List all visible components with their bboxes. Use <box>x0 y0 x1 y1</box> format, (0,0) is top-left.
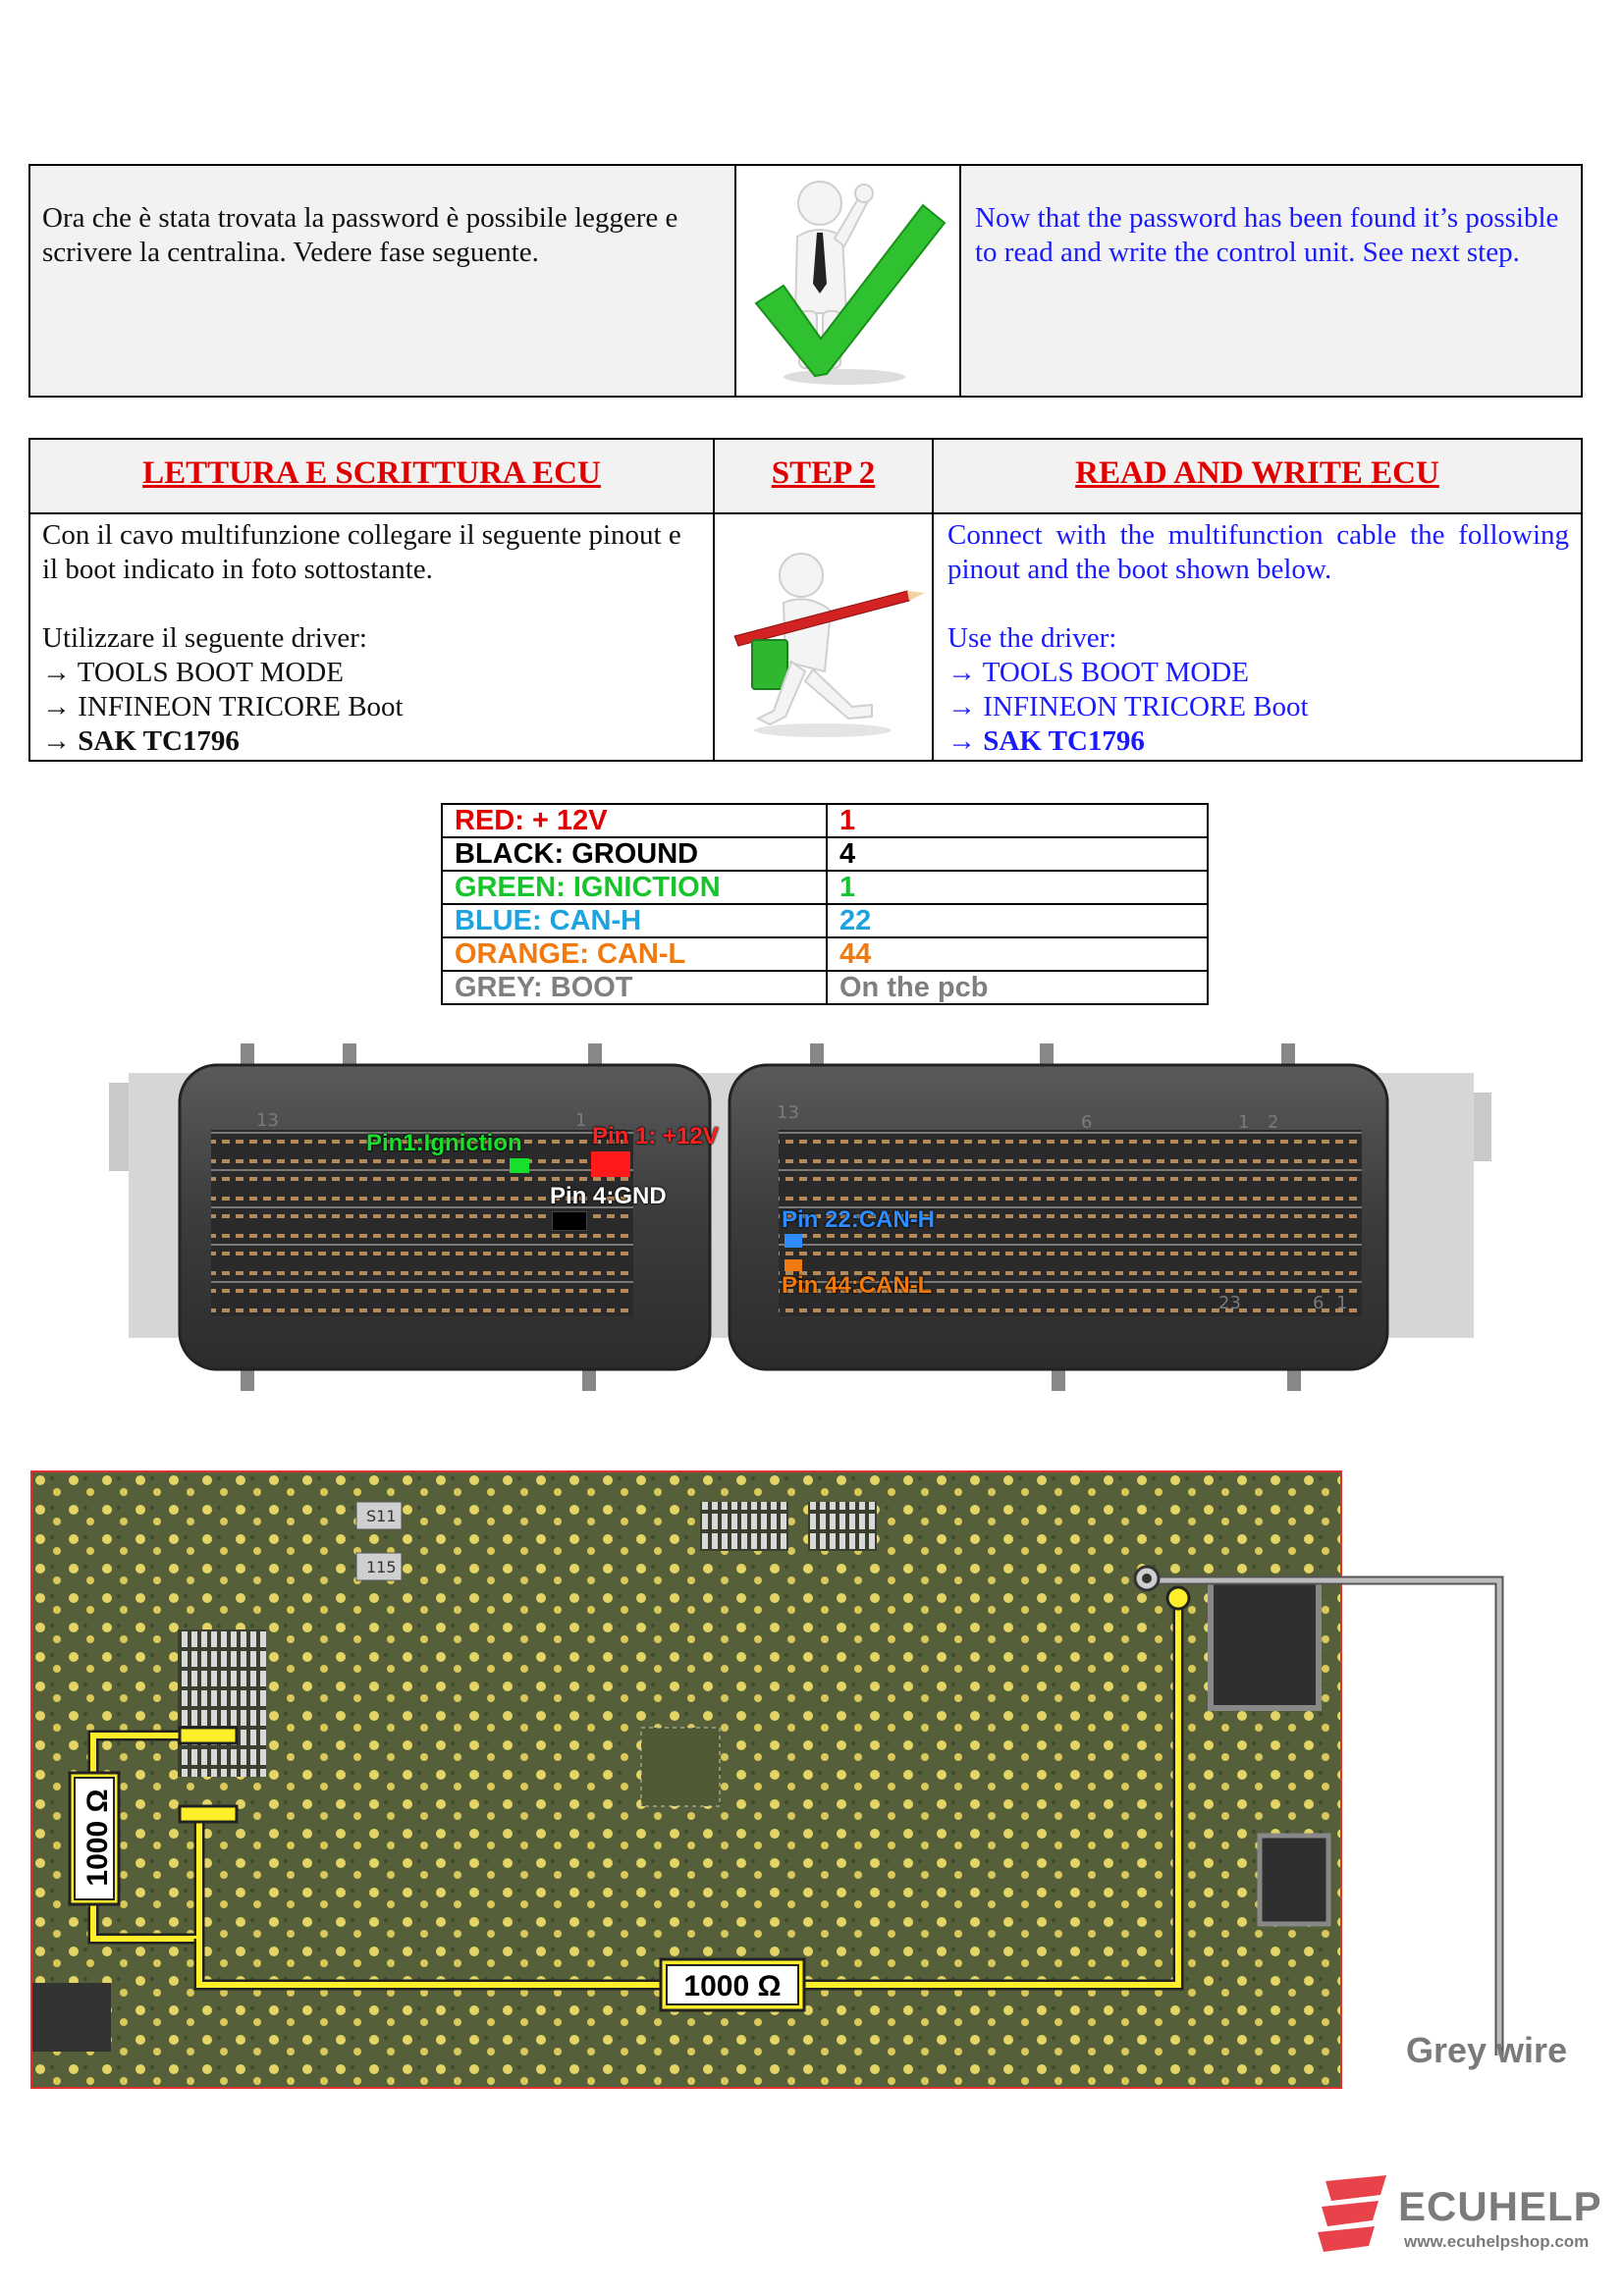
intro-italian-text: Ora che è stata trovata la password è po… <box>42 202 678 268</box>
step-en-header: READ AND WRITE ECU <box>1075 455 1439 491</box>
pinout-label: GREY: BOOT <box>441 970 828 1005</box>
pin-canh-label: Pin 22:CAN-H <box>782 1206 936 1233</box>
checkmark-mascot-icon <box>754 181 947 385</box>
intro-english-text: Now that the password has been found it’… <box>975 202 1559 268</box>
pinout-value: 22 <box>826 903 1209 938</box>
pcb-drawing: S11 115 1000 Ω 1000 Ω <box>32 1472 1340 2087</box>
embossed-number: 13 <box>777 1102 799 1123</box>
grey-wire-label: Grey wire <box>1406 2030 1568 2070</box>
embossed-number: 23 <box>1218 1293 1241 1313</box>
driver-item: → INFINEON TRICORE Boot <box>947 691 1309 722</box>
brand-name: ECUHELP <box>1398 2183 1602 2229</box>
intro-english-cell: Now that the password has been found it’… <box>959 164 1583 398</box>
resistor-horizontal-label: 1000 Ω <box>683 1970 781 2002</box>
intro-italian-cell: Ora che è stata trovata la password è po… <box>28 164 736 398</box>
pinout-value: 1 <box>826 870 1209 905</box>
pcb-photo: S11 115 1000 Ω 1000 Ω <box>30 1470 1342 2089</box>
step-italian-para2: Utilizzare il seguente driver: <box>42 622 367 654</box>
chip-mark: S11 <box>366 1507 397 1525</box>
pinout-label: BLACK: GROUND <box>441 836 828 872</box>
step-it-header: LETTURA E SCRITTURA ECU <box>142 455 601 491</box>
intro-box: Ora che è stata trovata la password è po… <box>28 164 1583 398</box>
embossed-number: 1 <box>575 1110 586 1131</box>
driver-item: → TOOLS BOOT MODE <box>947 657 1249 688</box>
pinout-value: 44 <box>826 936 1209 972</box>
step-box: LETTURA E SCRITTURA ECU STEP 2 READ AND … <box>28 438 1583 762</box>
driver-item: → SAK TC1796 <box>42 725 240 757</box>
embossed-number: 2 <box>1268 1112 1278 1133</box>
step-english-para1: Connect with the multifunction cable the… <box>947 519 1569 585</box>
grey-wire-line <box>1338 1575 1505 2065</box>
intro-image-cell <box>734 164 961 398</box>
brand-logo: ECUHELP www.ecuhelpshop.com <box>1316 2167 1610 2266</box>
embossed-number: 6 <box>1081 1112 1092 1133</box>
embossed-number: 1 <box>1336 1293 1347 1313</box>
running-mascot-icon <box>733 553 925 737</box>
driver-item: → SAK TC1796 <box>947 725 1145 757</box>
pinout-value: On the pcb <box>826 970 1209 1005</box>
embossed-number: 6 <box>1313 1293 1324 1313</box>
pin-ignition-marker <box>510 1158 529 1173</box>
pin-canl-label: Pin 44:CAN-L <box>782 1272 933 1299</box>
pin-12v-marker <box>591 1151 630 1177</box>
step-image-cell <box>713 512 934 762</box>
driver-item: → INFINEON TRICORE Boot <box>42 691 404 722</box>
step-italian-cell: Con il cavo multifunzione collegare il s… <box>28 512 715 762</box>
step-italian-para1: Con il cavo multifunzione collegare il s… <box>42 519 681 585</box>
pinout-label: GREEN: IGNICTION <box>441 870 828 905</box>
pin-gnd-marker <box>552 1211 587 1231</box>
driver-item: → TOOLS BOOT MODE <box>42 657 344 688</box>
pin-canh-marker <box>784 1234 802 1248</box>
chip-mark: 115 <box>366 1558 397 1576</box>
brand-url: www.ecuhelpshop.com <box>1404 2232 1590 2251</box>
pin-ignition-label: Pin1:Igniction <box>366 1130 522 1156</box>
pin-12v-label: Pin 1: +12V <box>592 1123 719 1149</box>
ecu-connector-photo: 13 1 13 6 1 2 23 6 1 Pin1:Igniction Pin … <box>109 1043 1491 1397</box>
pinout-label: ORANGE: CAN-L <box>441 936 828 972</box>
step-label-cell: STEP 2 <box>713 438 934 514</box>
pinout-label: BLUE: CAN-H <box>441 903 828 938</box>
connector-drawing: 13 1 13 6 1 2 23 6 1 <box>109 1043 1491 1391</box>
embossed-number: 1 <box>1238 1112 1249 1133</box>
step-english-cell: Connect with the multifunction cable the… <box>932 512 1583 762</box>
step-en-header-cell: READ AND WRITE ECU <box>932 438 1583 514</box>
pinout-value: 4 <box>826 836 1209 872</box>
step-english-para2: Use the driver: <box>947 622 1117 654</box>
embossed-number: 13 <box>256 1110 279 1131</box>
pin-gnd-label: Pin 4:GND <box>550 1183 667 1209</box>
resistor-vertical-label: 1000 Ω <box>81 1789 114 1886</box>
pin-canl-marker <box>784 1259 802 1271</box>
ecuhelp-logo-icon <box>1318 2175 1386 2252</box>
pinout-value: 1 <box>826 803 1209 838</box>
step-it-header-cell: LETTURA E SCRITTURA ECU <box>28 438 715 514</box>
step-label: STEP 2 <box>771 455 876 491</box>
pinout-label: RED: + 12V <box>441 803 828 838</box>
